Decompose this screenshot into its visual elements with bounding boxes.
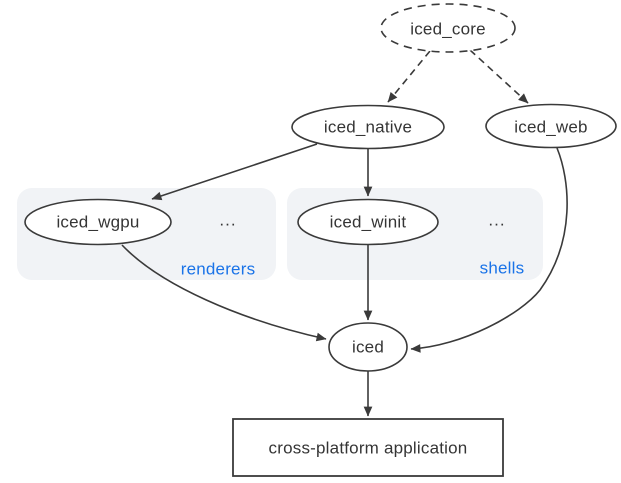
node-iced [328,322,408,372]
node-iced-winit-label: iced_winit [329,212,407,232]
edge-iced-core-to-iced-native [387,50,431,103]
node-iced-wgpu-label: iced_wgpu [56,212,140,232]
node-iced-web [485,103,617,149]
edge-iced-core-to-iced-web [469,49,529,104]
node-cross-platform-application [232,418,504,477]
edge-iced-wgpu-to-iced [121,244,327,342]
node-iced-native [291,104,445,150]
node-iced-core-label: iced_core [410,19,486,39]
edge-iced-web-to-iced [410,147,568,353]
edge-iced-native-to-iced-wgpu [151,143,318,201]
group-shells-label: shells [479,258,525,278]
group-renderers-ellipsis: ... [219,210,237,230]
node-iced-label: iced [352,337,384,357]
node-iced-wgpu [24,198,172,246]
node-iced-web-label: iced_web [514,117,588,137]
group-renderers-label: renderers [180,259,256,279]
group-shells-ellipsis: ... [488,210,506,230]
node-iced-core [380,3,516,53]
node-cross-platform-application-label: cross-platform application [268,438,468,458]
node-iced-native-label: iced_native [323,117,413,137]
node-iced-winit [297,198,439,246]
